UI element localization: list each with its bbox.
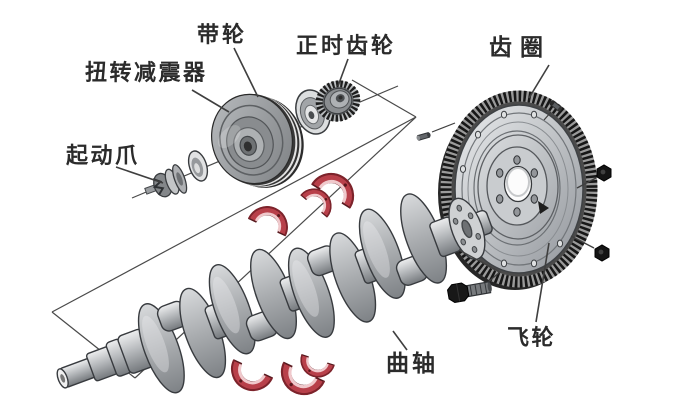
ring-gear-teeth [440,90,598,288]
crankshaft-rear-flange [448,197,486,260]
flywheel-notch [538,201,549,214]
flywheel-bolt-holes [496,155,538,217]
leader-flywheel [535,242,550,323]
flywheel-bolt [446,281,492,303]
label-flywheel: 飞轮 [507,325,557,350]
label-timing-gear: 正时齿轮 [296,33,397,58]
crankshaft-illustration [56,193,493,394]
timing-gear-illustration [315,80,361,122]
plane-edge-bottom [134,116,417,379]
pin-top [549,100,563,112]
flywheel-bolt-assembly [446,249,502,303]
flywheel-fasteners [416,100,612,262]
damper-pulley-illustration [210,93,304,188]
bearing-shell [295,353,336,383]
bearing-shell [247,199,295,237]
leader-crankshaft [392,330,408,351]
leader-timing-gear [337,58,349,87]
bolt-right-lower [594,244,610,262]
leader-starting-claw [115,166,164,184]
label-ring-gear: 齿圈 [489,35,551,60]
leader-lines [115,47,550,351]
front-washer-illustration [187,150,209,182]
starting-claw-illustration [144,164,188,198]
plane-edge-top [51,116,417,313]
leader-ring-gear [528,64,550,99]
plane-edge-corner [351,79,417,118]
bearing-shell [310,164,363,210]
dowel-pin-left [416,131,431,141]
leader-belt-pulley [233,47,259,98]
flywheel-illustration [438,90,598,290]
label-torsional-damper: 扭转减震器 [85,60,208,85]
label-belt-pulley: 带轮 [197,22,248,47]
bearing-shell [273,361,326,403]
bolt-right-upper [596,164,612,182]
leader-torsional-damper [191,89,230,113]
bearing-shell [223,358,274,399]
label-starting-claw: 起动爪 [66,143,140,168]
label-crankshaft: 曲轴 [386,351,438,376]
